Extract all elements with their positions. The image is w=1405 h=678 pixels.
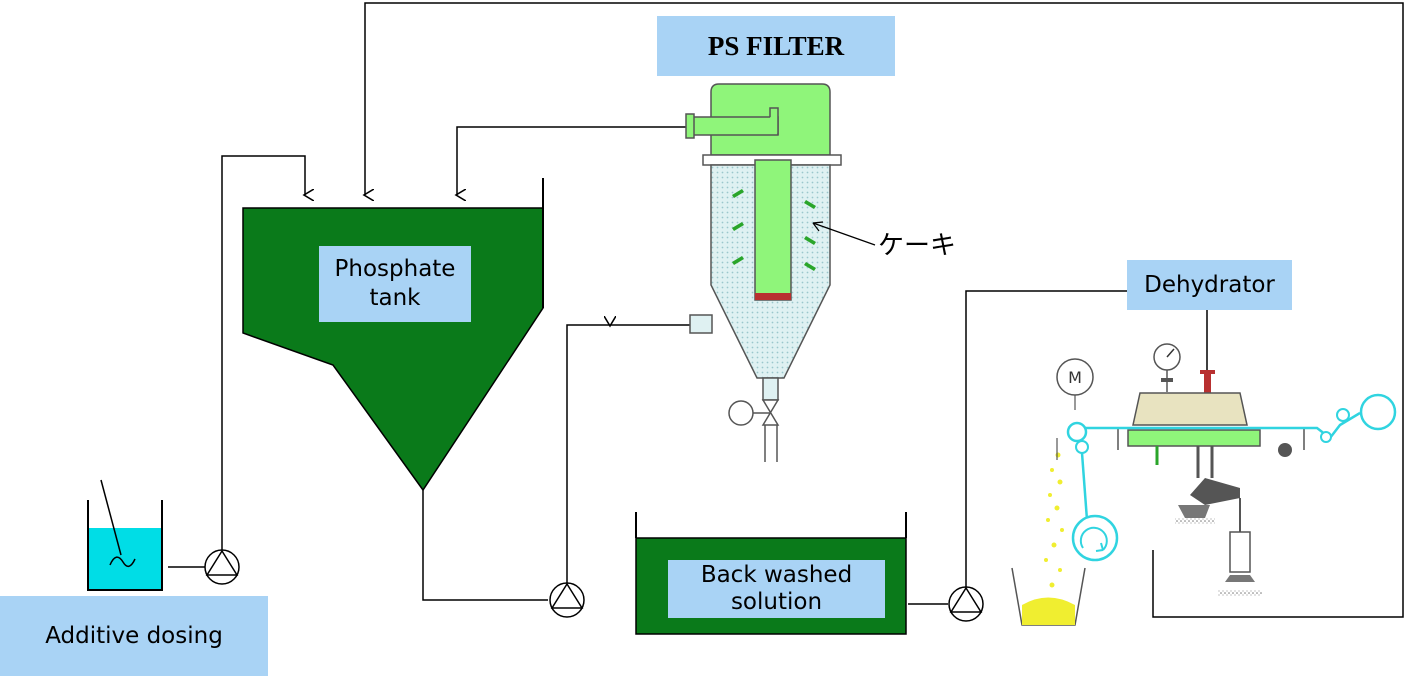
dehydrator-label: Dehydrator xyxy=(1127,260,1292,310)
mixer-impeller xyxy=(109,556,136,568)
cake-flecks xyxy=(732,189,816,271)
additive-tank xyxy=(87,479,163,591)
cake-label: ケーキ xyxy=(878,231,957,261)
dehydrator-feed-line xyxy=(965,290,1128,587)
return-line-top xyxy=(365,2,1404,618)
tank-outlet-line xyxy=(422,490,548,601)
pump-tank xyxy=(549,582,585,618)
phosphate-tank-label: Phosphate tank xyxy=(319,246,471,322)
back-washed-solution-label: Back washed solution xyxy=(668,560,885,618)
additive-dosing-label: Additive dosing xyxy=(0,596,268,676)
mixer-shaft xyxy=(100,479,122,556)
dehydrator: M xyxy=(1011,343,1397,626)
filter-feed-line xyxy=(566,325,610,583)
ps-filter xyxy=(685,83,876,462)
piping xyxy=(168,2,1404,618)
additive-line xyxy=(168,155,305,568)
cake-pointer xyxy=(812,222,876,246)
filter-return-line xyxy=(457,126,686,195)
phosphate-tank xyxy=(242,178,544,492)
pump-backwash xyxy=(948,586,984,622)
motor-label: M xyxy=(1068,368,1082,387)
falling-cake xyxy=(1044,452,1064,588)
pump-additive xyxy=(204,549,240,585)
ps-filter-title: PS FILTER xyxy=(657,16,895,76)
